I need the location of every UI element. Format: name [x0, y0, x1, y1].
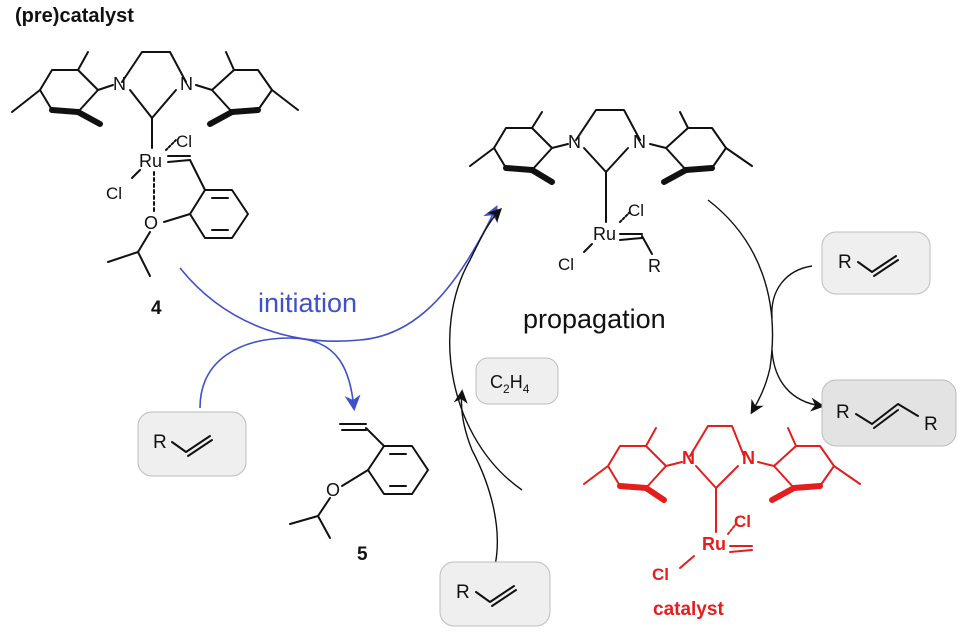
atom-o-precat: O	[144, 213, 158, 233]
olefin-bottom-r: R	[456, 582, 470, 603]
atom-n-right: N	[180, 74, 193, 94]
atom-cl-top: Cl	[176, 132, 192, 151]
atom-n-left: N	[113, 74, 126, 94]
olefin-left-r: R	[153, 432, 167, 453]
atom-cl-top-cat: Cl	[734, 512, 751, 531]
atom-cl-left-prop: Cl	[558, 255, 574, 274]
cycle-arrows	[449, 199, 825, 571]
atom-cl-left: Cl	[106, 184, 122, 203]
catalyst-label: catalyst	[653, 599, 724, 620]
atom-n-left-prop: N	[568, 132, 581, 152]
olefin-box-bottom: R	[439, 561, 551, 627]
atom-ru-prop: Ru	[593, 224, 616, 244]
active-catalyst: N N Ru Cl Cl catalyst	[583, 425, 861, 620]
olefin-box-left: R	[137, 411, 247, 477]
compound-4-label: 4	[151, 298, 162, 319]
precatalyst-structure: (pre)catalyst N N Ru Cl Cl O 4	[11, 5, 299, 319]
atom-ru-cat: Ru	[702, 534, 726, 554]
ethylene-box: C2H4	[475, 357, 559, 405]
product-r-left: R	[836, 402, 850, 423]
initiation-arrows: initiation	[179, 205, 498, 412]
compound-5-structure: O 5	[289, 423, 429, 565]
precatalyst-label: (pre)catalyst	[15, 5, 134, 27]
atom-cl-top-prop: Cl	[628, 201, 644, 220]
ethylene-formula: C2H4	[490, 372, 530, 396]
olefin-right-r: R	[838, 252, 852, 273]
atom-o-5: O	[326, 480, 340, 500]
compound-5-label: 5	[357, 544, 368, 565]
atom-cl-left-cat: Cl	[652, 565, 669, 584]
atom-n-right-prop: N	[633, 132, 646, 152]
atom-n-left-cat: N	[682, 448, 695, 468]
initiation-label: initiation	[258, 288, 357, 318]
atom-r-prop: R	[648, 256, 661, 276]
atom-ru: Ru	[139, 151, 162, 171]
propagating-species: N N Ru Cl Cl R	[469, 109, 753, 276]
olefin-box-right: R	[821, 231, 931, 295]
propagation-label: propagation	[523, 304, 666, 334]
atom-n-right-cat: N	[742, 448, 755, 468]
product-r-right: R	[924, 414, 938, 435]
product-box: R R	[821, 379, 957, 447]
